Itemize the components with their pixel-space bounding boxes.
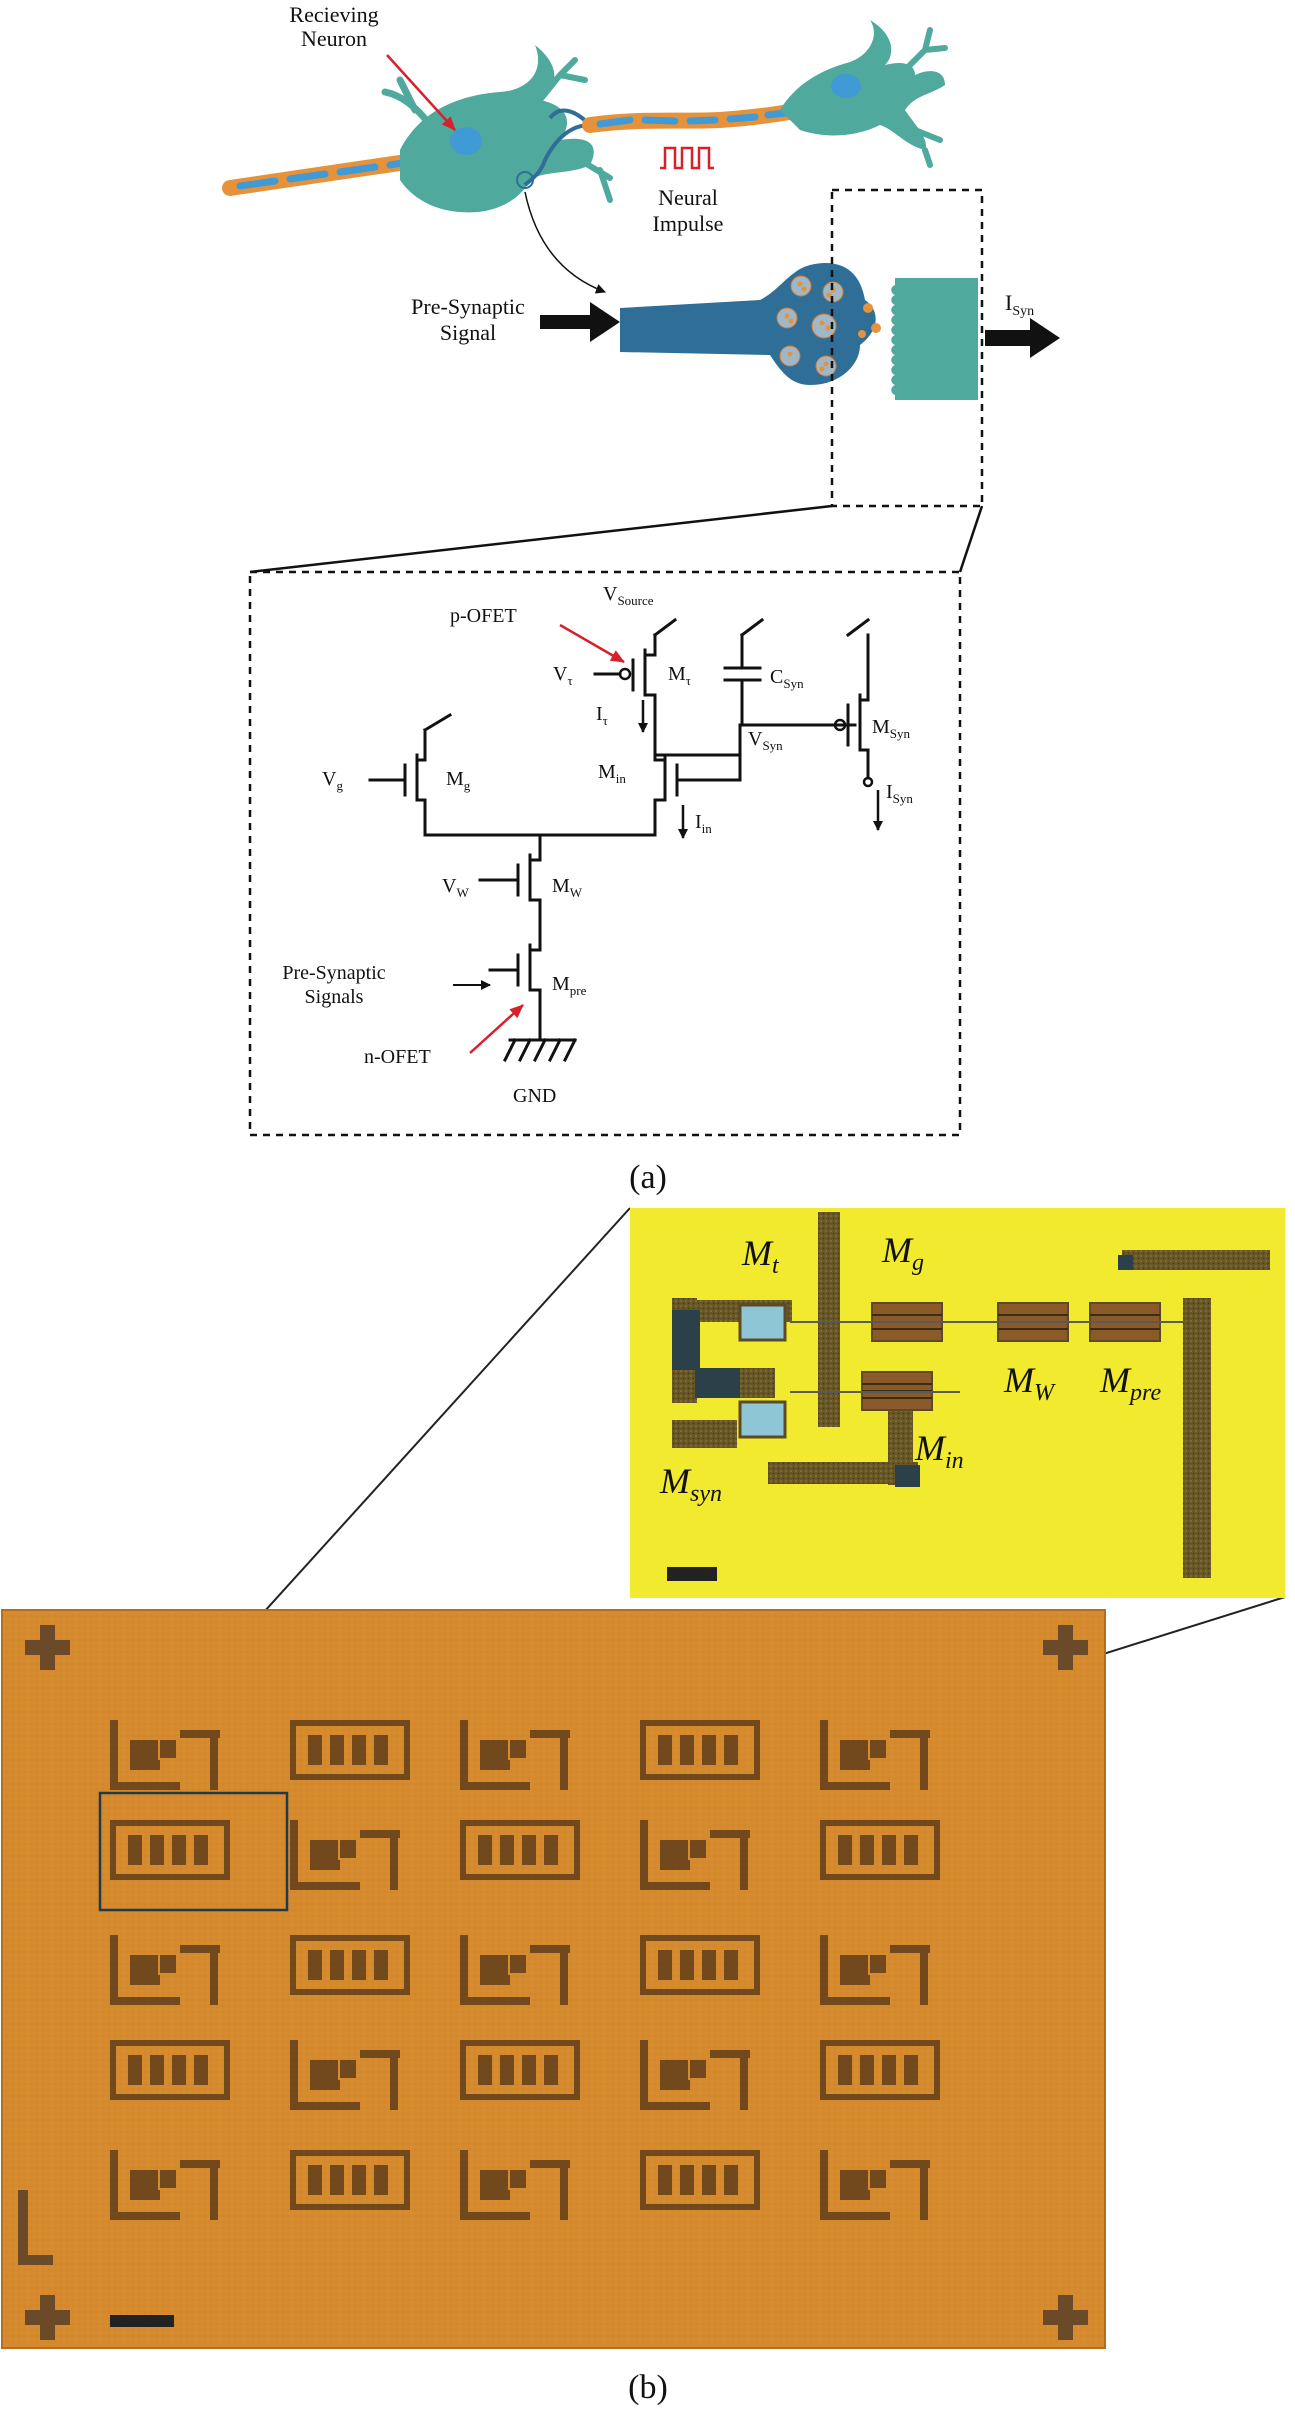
device-cell: [820, 1720, 930, 1790]
synapse-detail: [540, 263, 1060, 400]
receiving-neuron-nucleus: [450, 127, 482, 155]
device-cell: [820, 1935, 930, 2005]
zoom-line-left: [249, 504, 833, 574]
label-m-g: Mg: [446, 768, 471, 793]
inset-label-m-in: Min: [914, 1428, 964, 1474]
device-cell: [110, 2150, 220, 2220]
device-cell: [640, 2040, 750, 2110]
label-v-w: VW: [442, 875, 469, 900]
circuit-schematic: [368, 617, 874, 1063]
alignment-marks: [18, 1625, 1088, 2340]
device-cell: [640, 1720, 760, 1780]
label-v-g: Vg: [322, 768, 343, 793]
inset-scale-bar: [667, 1567, 717, 1581]
device-cell: [110, 2040, 230, 2100]
device-cell: [110, 1720, 220, 1790]
wafer-micrograph: [1, 1609, 1106, 2349]
device-cell: [640, 1820, 750, 1890]
label-n-ofet: n-OFET: [364, 1046, 431, 1068]
device-cell: [820, 2040, 940, 2100]
synapse-highlight-circle: [516, 171, 534, 189]
label-i-syn: ISyn: [886, 781, 913, 806]
receiving-neuron-arrow: [386, 54, 456, 131]
device-cell: [290, 1820, 400, 1890]
label-v-source: VSource: [603, 583, 654, 608]
wafer-scale-bar: [110, 2315, 174, 2327]
device-cell: [110, 1935, 220, 2005]
device-cell: [290, 2150, 410, 2210]
pre-synaptic-input-arrow: [540, 302, 620, 342]
i-syn-output-arrow: [985, 318, 1060, 358]
p-ofet-arrow: [559, 623, 625, 664]
device-cell: [110, 1820, 230, 1880]
device-cell: [460, 2040, 580, 2100]
label-m-w: MW: [552, 875, 583, 900]
middle-axon: [582, 104, 798, 133]
device-array: [110, 1720, 940, 2220]
label-m-tau: Mτ: [668, 663, 691, 688]
label-c-syn: CSyn: [770, 666, 804, 691]
label-gnd: GND: [513, 1085, 556, 1107]
label-p-ofet: p-OFET: [450, 605, 517, 627]
zoom-box-small: [830, 188, 984, 508]
inset-label-m-w: MW: [1003, 1360, 1056, 1406]
circuit-box: [248, 570, 962, 1137]
inset-transistors: [738, 1302, 1185, 1439]
post-synaptic-terminal: [891, 278, 978, 400]
label-v-syn: VSyn: [748, 728, 783, 753]
label-m-pre: Mpre: [552, 973, 587, 998]
inset-label-m-t: Mt: [741, 1233, 780, 1279]
neuron-illustration: [222, 20, 948, 294]
sending-neuron-nucleus: [831, 74, 861, 98]
zoom-curved-arrow: [524, 191, 606, 294]
neurotransmitters: [858, 303, 881, 338]
inset-label-m-g: Mg: [881, 1230, 924, 1276]
sending-neuron-body: [780, 20, 948, 168]
device-cell: [460, 1935, 570, 2005]
panel-a-label: (a): [629, 1159, 667, 1196]
device-cell: [460, 1820, 580, 1880]
device-cell: [460, 2150, 570, 2220]
neural-impulse-waveform: [660, 146, 714, 170]
zoom-line-right: [958, 505, 984, 573]
panel-b-label: (b): [628, 2369, 668, 2406]
i-syn-output-label: ISyn: [1005, 290, 1034, 319]
device-cell: [290, 1720, 410, 1780]
receiving-neuron-body: [381, 45, 613, 213]
inset-label-m-syn: Msyn: [659, 1461, 722, 1507]
device-cell: [460, 1720, 570, 1790]
inset-micrograph: [630, 1208, 1285, 1598]
device-cell: [290, 1935, 410, 1995]
device-cell: [640, 2150, 760, 2210]
label-i-tau: Iτ: [596, 703, 608, 728]
inset-label-m-pre: Mpre: [1099, 1360, 1161, 1406]
device-cell: [820, 1820, 940, 1880]
device-cell: [820, 2150, 930, 2220]
selected-device-box: [98, 1791, 289, 1912]
left-axon: [222, 152, 428, 196]
label-m-in: Min: [598, 761, 626, 786]
device-cell: [290, 2040, 400, 2110]
n-ofet-arrow: [469, 1004, 524, 1054]
circuit-labels: p-OFET VSource Vτ Mτ Iτ CSyn MSyn VSyn I…: [282, 583, 913, 1107]
inset-labels: Mt Mg MW Mpre Min Msyn: [659, 1230, 1161, 1507]
device-cell: [640, 1935, 760, 1995]
label-m-syn: MSyn: [872, 716, 911, 741]
label-v-tau: Vτ: [553, 663, 573, 688]
label-i-in: Iin: [695, 811, 712, 836]
